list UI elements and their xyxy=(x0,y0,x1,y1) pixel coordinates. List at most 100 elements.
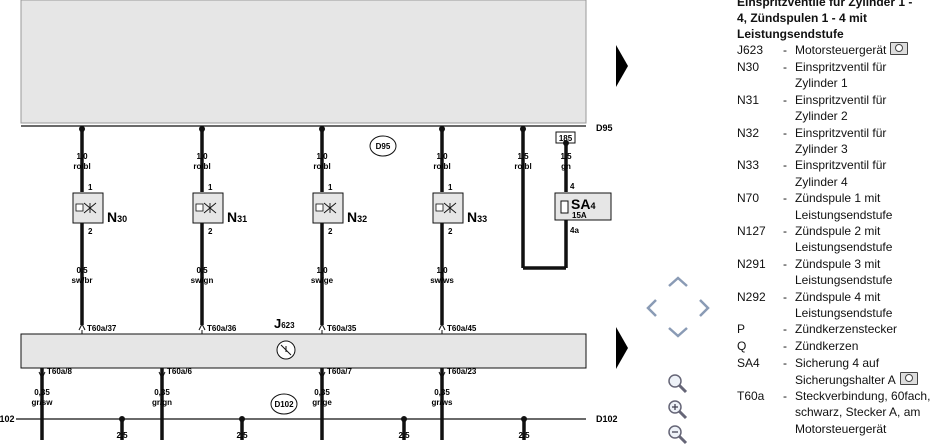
wire-bottom-color: sw/gn xyxy=(191,276,214,285)
arrow-down-icon[interactable] xyxy=(668,327,688,338)
legend-code: SA4 xyxy=(737,356,760,371)
wiring-diagram: D95 D95 1,0ro/bl1N3020,5sw/brT60a/371,0r… xyxy=(0,0,618,440)
legend-dash: - xyxy=(783,223,787,238)
legend-code: N70 xyxy=(737,191,760,206)
wire-bottom-size: 1,0 xyxy=(316,266,328,275)
legend-dash: - xyxy=(783,43,787,57)
navigation-pad xyxy=(646,276,710,338)
ecu-pin: T60a/37 xyxy=(87,324,117,333)
legend-desc: Zündspule 1 mit Leistungsendstufe xyxy=(795,191,893,222)
wire-size: 0,35 xyxy=(34,388,50,397)
legend-dash: - xyxy=(783,92,787,107)
page-arrow-lower-icon[interactable] xyxy=(616,327,628,369)
wire-bottom-color: sw/ge xyxy=(311,276,334,285)
injector-name: N30 xyxy=(107,209,127,225)
wire-size: 2,5 xyxy=(116,431,128,440)
pin-bottom: 2 xyxy=(448,227,453,236)
bottom-wire-1: 2,5 xyxy=(116,416,128,440)
zoom-out-icon[interactable] xyxy=(664,423,692,447)
wire-top-color: ro/bl xyxy=(313,162,330,171)
wire-bottom-size: 0,5 xyxy=(196,266,208,275)
pin-bottom: 2 xyxy=(208,227,213,236)
legend-dash: - xyxy=(783,289,787,304)
wire-size: 2,5 xyxy=(398,431,410,440)
wire-color: gr/ge xyxy=(312,398,332,407)
wire-size: 0,35 xyxy=(434,388,450,397)
ecu-j623: J623 xyxy=(20,316,587,369)
legend-desc: Einspritzventil für Zylinder 3 xyxy=(795,125,887,156)
legend-dash: - xyxy=(783,191,787,206)
legend-code: N32 xyxy=(737,125,760,140)
svg-text:D102: D102 xyxy=(274,400,294,409)
legend-desc: Motorsteuergerät xyxy=(795,43,887,57)
ecu-pin: T60a/23 xyxy=(447,367,477,376)
page-arrow-upper-icon[interactable] xyxy=(616,45,628,87)
fuse-pin-top: 4 xyxy=(570,182,575,191)
wire-top-color: ro/bl xyxy=(193,162,210,171)
ecu-pin: T60a/36 xyxy=(207,324,237,333)
wire-top-size: 1,0 xyxy=(76,152,88,161)
fuse-wire-color: gn xyxy=(561,162,571,171)
legend-code: P xyxy=(737,322,746,337)
wire-top-size: 1,0 xyxy=(196,152,208,161)
legend-code: T60a xyxy=(737,388,765,403)
arrow-up-icon[interactable] xyxy=(668,276,688,287)
feed-wire-size: 1,5 xyxy=(517,152,529,161)
legend-desc: Zündkerzen xyxy=(795,339,859,354)
wire-size: 2,5 xyxy=(236,431,248,440)
zoom-icon[interactable] xyxy=(664,372,692,396)
wire-bottom-size: 1,0 xyxy=(436,266,448,275)
bottom-wire-2: 2,5 xyxy=(236,416,248,440)
legend-code: N30 xyxy=(737,59,760,74)
fuse-feed-wire: 1,5 ro/bl xyxy=(514,126,568,270)
legend-dash: - xyxy=(783,356,787,371)
wire-color: gr/sw xyxy=(32,398,54,407)
legend-desc: Einspritzventil für Zylinder 4 xyxy=(795,158,887,189)
camera-icon[interactable] xyxy=(899,371,918,385)
ecu-pin: T60a/6 xyxy=(167,367,192,376)
ecu-pin: T60a/7 xyxy=(327,367,352,376)
legend-desc: Zündspule 3 mit Leistungsendstufe xyxy=(795,256,893,288)
legend-code: N127 xyxy=(737,223,766,238)
legend-desc: Einspritzventil für Zylinder 2 xyxy=(795,92,887,124)
pin-top: 1 xyxy=(208,183,213,192)
wire-top-size: 1,0 xyxy=(436,152,448,161)
wire-top-color: ro/bl xyxy=(433,162,450,171)
zoom-in-icon[interactable] xyxy=(664,398,692,422)
pin-top: 1 xyxy=(328,183,333,192)
ecu-pin: T60a/8 xyxy=(47,367,72,376)
bottom-bus-label-right: D102 xyxy=(596,414,618,424)
ecu-pin: T60a/35 xyxy=(327,324,357,333)
wire-bottom-size: 0,5 xyxy=(76,266,88,275)
legend-dash: - xyxy=(783,322,787,337)
wire-size: 0,35 xyxy=(154,388,170,397)
svg-text:D95: D95 xyxy=(376,142,391,151)
legend-code: Q xyxy=(737,339,747,354)
feed-wire-color: ro/bl xyxy=(514,162,531,171)
fuse-box-label: 185 xyxy=(559,134,573,143)
injector-name: N32 xyxy=(347,209,367,225)
fuse-pin-bottom: 4a xyxy=(570,226,579,235)
pin-bottom: 2 xyxy=(328,227,333,236)
wire-bottom-color: sw/br xyxy=(72,276,93,285)
legend-desc: Sicherung 4 auf Sicherungshalter A xyxy=(795,356,896,387)
legend-dash: - xyxy=(783,339,787,354)
fuse-sa4: 185 1,5 gn 4 SA4 15A 4a xyxy=(554,131,612,238)
legend-code: J623 xyxy=(737,43,764,57)
legend-dash: - xyxy=(783,158,787,173)
wire-bottom-color: sw/ws xyxy=(430,276,454,285)
camera-icon[interactable] xyxy=(890,42,909,55)
pin-top: 1 xyxy=(88,183,93,192)
legend-panel: Einspritzventile für Zylinder 1 - 4, Zün… xyxy=(737,0,933,440)
fuse-name: SA4 xyxy=(571,196,595,212)
legend-dash: - xyxy=(783,256,787,271)
wire-color: gr/gn xyxy=(152,398,172,407)
arrow-left-icon[interactable] xyxy=(646,299,657,317)
injector-name: N31 xyxy=(227,209,247,225)
arrow-right-icon[interactable] xyxy=(699,299,710,317)
